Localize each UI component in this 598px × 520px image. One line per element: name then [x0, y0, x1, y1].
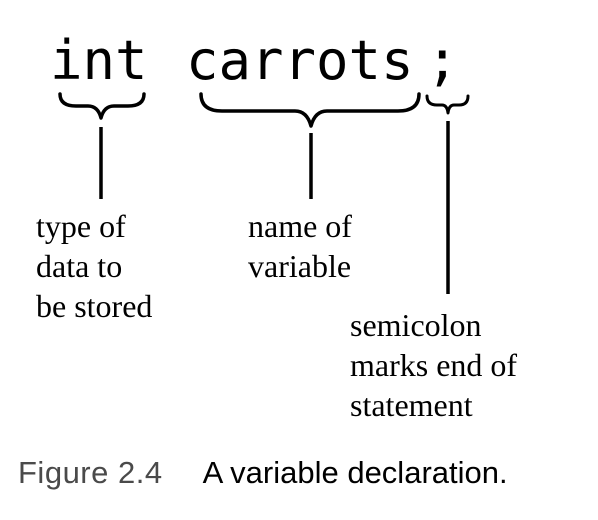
variable-name: carrots	[186, 29, 414, 92]
type-annotation-line: be stored	[36, 288, 153, 324]
figure-caption: Figure 2.4 A variable declaration.	[18, 453, 508, 493]
type-annotation: type of data to be stored	[36, 206, 152, 326]
semicolon-annotation-line: semicolon	[350, 307, 482, 343]
type-brace	[58, 92, 146, 120]
semicolon-annotation-line: marks end of	[350, 347, 518, 383]
figure-caption-text: A variable declaration.	[202, 455, 508, 490]
type-annotation-line: type of	[36, 208, 126, 244]
semicolon-annotation-line: statement	[350, 387, 473, 423]
type-annotation-line: data to	[36, 248, 123, 284]
name-annotation-line: variable	[248, 248, 352, 284]
figure-number: Figure 2.4	[18, 455, 163, 490]
name-annotation-line: name of	[248, 208, 352, 244]
semicolon-terminator: ;	[426, 29, 459, 92]
name-annotation: name of variable	[248, 206, 352, 286]
type-keyword: int	[50, 29, 148, 92]
semicolon-annotation: semicolon marks end of statement	[350, 305, 517, 425]
name-brace	[199, 92, 421, 128]
semicolon-brace	[425, 94, 470, 115]
